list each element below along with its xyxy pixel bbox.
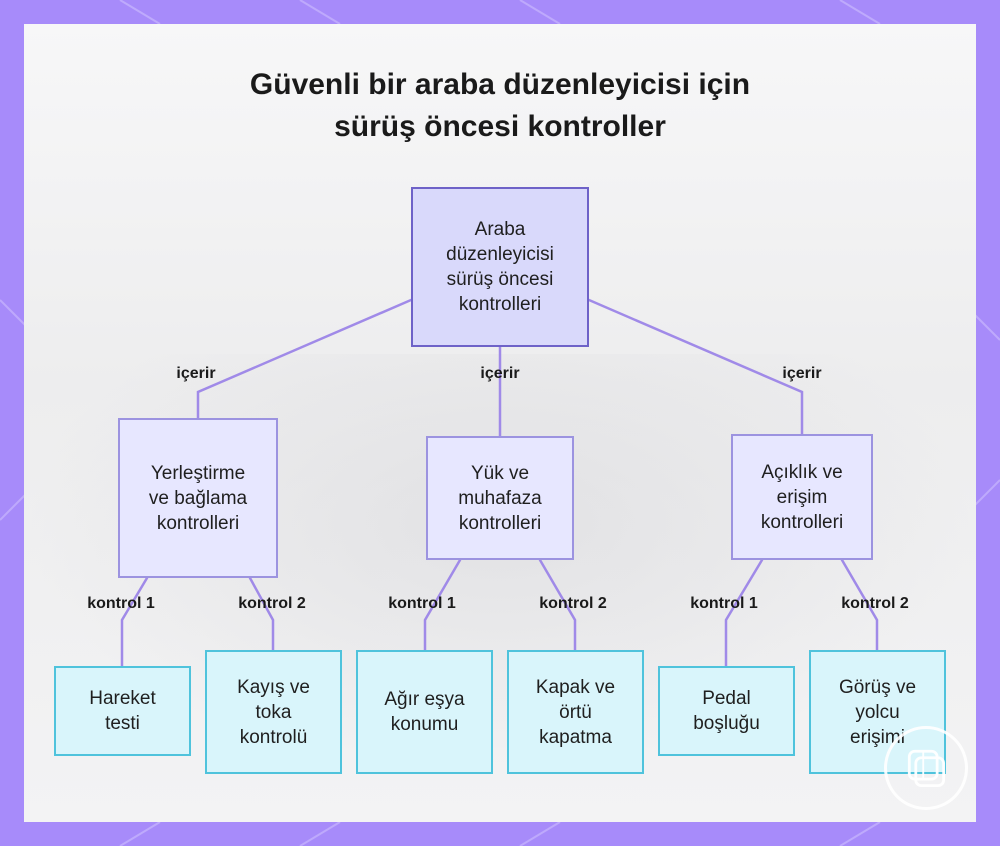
edge-label-includes-3: içerir [782, 365, 822, 382]
leaf-label: Kayış ve toka kontrolü [237, 676, 310, 748]
leaf-label: Hareket testi [89, 688, 156, 734]
edge-cat1-leaf1 [120, 576, 149, 668]
leaf-label: Ağır eşya konumu [384, 689, 465, 735]
edge-label-check2-cat3: kontrol 2 [841, 595, 909, 612]
title-line-2: sürüş öncesi kontroller [334, 110, 666, 143]
edge-label-check1-cat1: kontrol 1 [87, 595, 155, 612]
edge-label-check2-cat1: kontrol 2 [238, 595, 306, 612]
leaf-node-pedal-clearance: Pedal boşluğu [658, 666, 795, 756]
edge-label-includes-2: içerir [480, 365, 520, 382]
edge-root-cat1 [196, 298, 413, 420]
edge-cat3-leaf1 [724, 558, 764, 668]
edge-cat1-leaf2 [248, 576, 275, 652]
leaf-node-motion-test: Hareket testi [54, 666, 191, 756]
leaf-label: Kapak ve örtü kapatma [535, 676, 616, 748]
category-label: Yerleştirme ve bağlama kontrolleri [148, 462, 248, 534]
category-node-load: Yük ve muhafaza kontrolleri [426, 436, 574, 560]
leaf-label: Pedal boşluğu [693, 688, 760, 734]
edge-cat3-leaf2 [840, 558, 879, 652]
leaf-node-heavy-item: Ağır eşya konumu [356, 650, 493, 774]
edge-label-check1-cat2: kontrol 1 [388, 595, 456, 612]
category-label: Açıklık ve erişim kontrolleri [760, 461, 844, 533]
category-node-placement: Yerleştirme ve bağlama kontrolleri [118, 418, 278, 578]
edge-root-cat3 [587, 298, 804, 436]
edge-label-includes-1: içerir [176, 365, 216, 382]
title-line-1: Güvenli bir araba düzenleyicisi için [249, 68, 751, 101]
edge-cat2-leaf2 [538, 558, 577, 652]
leaf-node-strap-check: Kayış ve toka kontrolü [205, 650, 342, 774]
edge-label-check1-cat3: kontrol 1 [690, 595, 758, 612]
edge-label-check2-cat2: kontrol 2 [539, 595, 607, 612]
root-node-label: Araba düzenleyicisi sürüş öncesi kontrol… [446, 219, 554, 315]
category-node-clearance: Açıklık ve erişim kontrolleri [731, 434, 873, 560]
category-label: Yük ve muhafaza kontrolleri [458, 462, 542, 534]
edge-cat2-leaf1 [423, 558, 462, 652]
leaf-node-lid-cover: Kapak ve örtü kapatma [507, 650, 644, 774]
root-node: Araba düzenleyicisi sürüş öncesi kontrol… [411, 187, 589, 347]
diagram-title: Güvenli bir araba düzenleyicisi için sür… [0, 64, 1000, 148]
brand-logo-icon [884, 726, 968, 810]
